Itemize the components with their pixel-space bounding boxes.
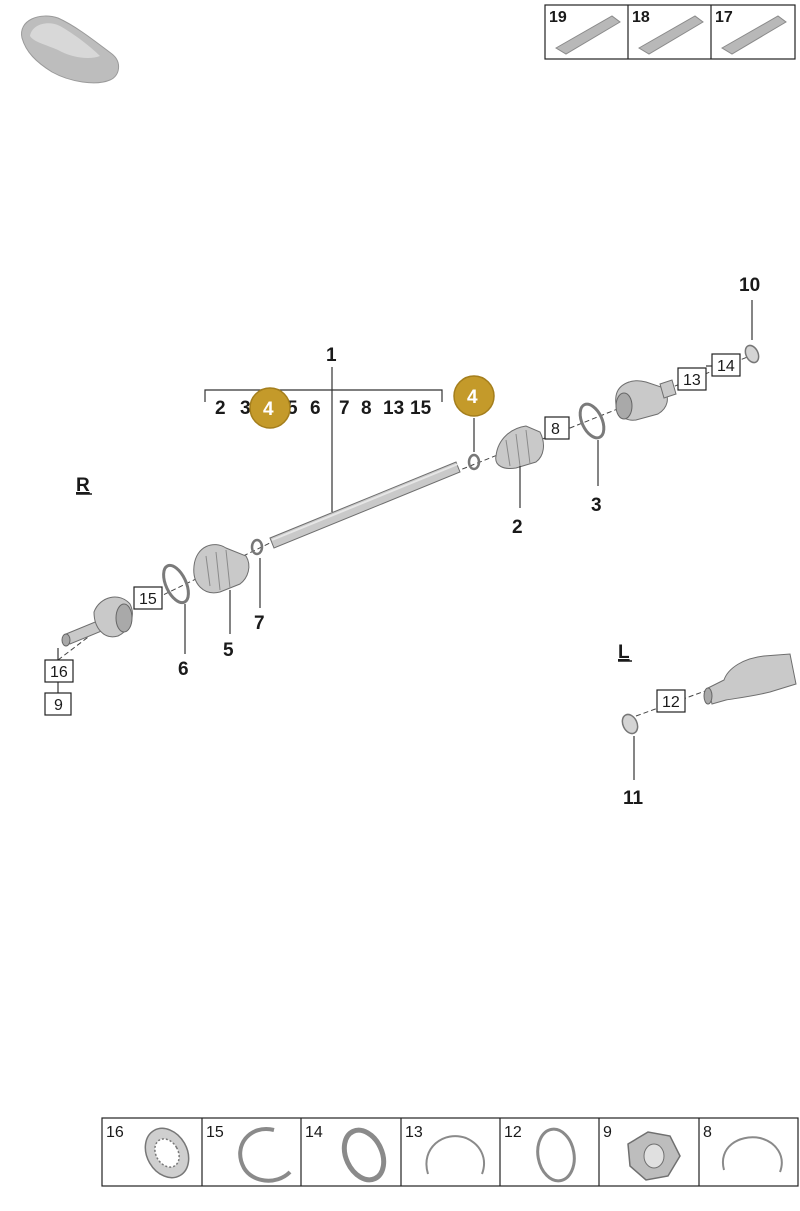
sequence-item[interactable]: 3 [240,398,251,419]
top-strip-number: 19 [549,9,567,26]
boxed-callout-9[interactable]: 9 [44,692,72,716]
sequence-item[interactable]: 5 [287,398,298,419]
sequence-item[interactable]: 13 [383,398,404,419]
clamp-ring-3[interactable] [575,400,608,441]
open-snap-ring-icon [425,1135,485,1175]
serrated-washer-icon [144,1127,190,1179]
bottom-strip-number: 14 [305,1124,323,1141]
boot-2[interactable] [495,425,544,469]
bottom-strip-number: 8 [703,1124,712,1141]
inner-cv-joint[interactable] [615,379,677,421]
vehicle-silhouette-icon [21,15,119,84]
bottom-parts-strip: 16 15 14 13 12 [101,1117,799,1187]
svg-text:14: 14 [717,358,735,375]
boxed-callout-8[interactable]: 8 [544,416,570,440]
grease-tube-icon [638,15,704,55]
ring-10[interactable] [743,343,761,364]
boxed-callout-12[interactable]: 12 [656,689,686,713]
boxed-callout-16[interactable]: 16 [44,659,74,683]
callout-1[interactable]: 1 [326,345,337,366]
bottom-strip-number: 15 [206,1124,224,1141]
sealing-ring-icon [536,1127,576,1183]
circlip-icon [238,1127,292,1183]
svg-text:13: 13 [683,372,701,389]
sequence-item[interactable]: 8 [361,398,372,419]
callout-2[interactable]: 2 [512,517,523,538]
bottom-strip-number: 12 [504,1124,522,1141]
top-strip-number: 17 [715,9,733,26]
small-ring-4[interactable] [467,453,481,471]
open-snap-ring-icon [721,1136,783,1173]
svg-text:16: 16 [50,664,68,681]
svg-text:4: 4 [467,387,478,408]
sequence-item[interactable]: 7 [339,398,350,419]
grease-tube-icon [721,15,787,55]
note-marker[interactable]: 4 [249,387,291,429]
bottom-strip-number: 9 [603,1124,612,1141]
left-shaft-stub[interactable] [703,653,797,705]
bottom-strip-frame [101,1117,799,1187]
boot-5[interactable] [193,544,250,594]
clamp-ring-6[interactable] [158,562,193,607]
sequence-item[interactable]: 2 [215,398,226,419]
side-label-right: R [76,475,90,496]
axis-line [635,689,709,717]
axis-line [539,407,621,441]
callout-6[interactable]: 6 [178,659,189,680]
ring-11[interactable] [619,712,640,736]
callout-3[interactable]: 3 [591,495,602,516]
boxed-callout-14[interactable]: 14 [711,353,741,377]
outer-cv-joint[interactable] [61,596,133,647]
bottom-strip-cell-14[interactable]: 14 [305,1124,391,1186]
sequence-item[interactable]: 6 [310,398,321,419]
boxed-callout-13[interactable]: 13 [677,367,707,391]
bottom-strip-cell-16[interactable]: 16 [106,1120,197,1185]
bottom-strip-cell-9[interactable]: 9 [603,1124,681,1181]
top-strip-cell-18[interactable]: 18 [632,9,704,55]
bottom-strip-cell-12[interactable]: 12 [504,1124,578,1184]
shaft[interactable] [269,461,461,549]
svg-text:9: 9 [54,697,63,714]
top-strip-cell-17[interactable]: 17 [715,9,787,55]
small-ring-7[interactable] [250,538,264,556]
callout-10[interactable]: 10 [739,275,760,296]
top-strip-cell-19[interactable]: 19 [549,9,621,55]
svg-text:4: 4 [263,399,274,420]
svg-text:12: 12 [662,694,680,711]
bottom-strip-number: 16 [106,1124,124,1141]
callout-11[interactable]: 11 [623,788,644,809]
boxed-callout-15[interactable]: 15 [133,586,163,610]
top-strip-number: 18 [632,9,650,26]
bottom-strip-cell-15[interactable]: 15 [206,1124,292,1183]
bottom-strip-cell-8[interactable]: 8 [703,1124,783,1173]
svg-text:15: 15 [139,591,157,608]
bottom-strip-number: 13 [405,1124,423,1141]
hex-nut-icon [627,1131,681,1181]
bracket-sequence: 2 3 5 6 7 8 13 15 [215,398,432,419]
o-ring-icon [341,1127,387,1183]
bottom-strip-cell-13[interactable]: 13 [405,1124,485,1175]
callout-5[interactable]: 5 [223,640,234,661]
callout-7[interactable]: 7 [254,613,265,634]
sequence-item[interactable]: 15 [410,398,432,419]
note-marker[interactable]: 4 [453,375,495,417]
side-label-left: L [618,642,630,663]
grease-tube-icon [555,15,621,55]
top-parts-strip: 19 18 17 [544,4,796,60]
assembly-bracket: 1 [204,345,443,512]
svg-text:8: 8 [551,421,560,438]
